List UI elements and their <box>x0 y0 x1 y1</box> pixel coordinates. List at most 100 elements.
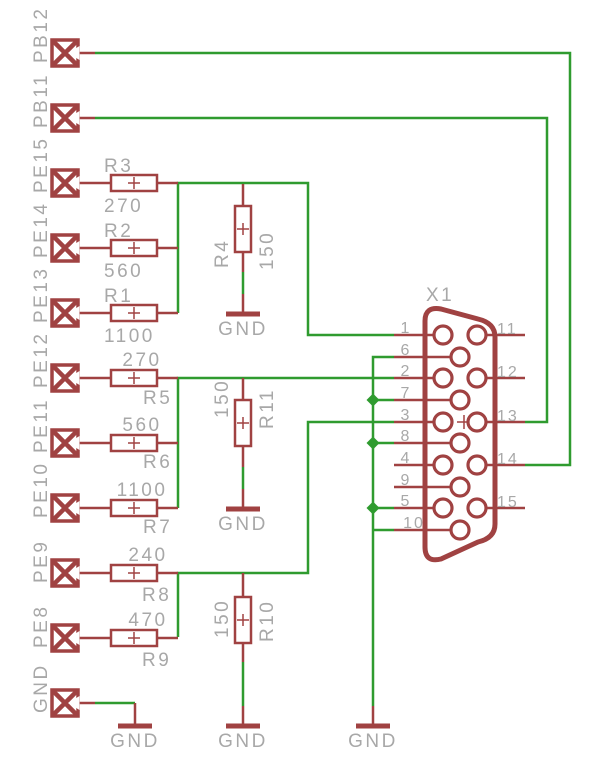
gnd-label: GND <box>218 731 268 752</box>
pin-number-label: 1 <box>401 320 412 337</box>
pin-7[interactable] <box>449 389 471 411</box>
resistor-R9[interactable] <box>109 628 159 648</box>
pin-1[interactable] <box>432 324 454 346</box>
resistor-R4[interactable] <box>233 204 253 254</box>
resistor-name: R11 <box>257 388 278 429</box>
pin-number-label: 13 <box>497 408 519 425</box>
gnd-label: GND <box>218 319 268 340</box>
pin-number-label: 12 <box>497 364 519 381</box>
resistor-R6[interactable] <box>109 433 159 453</box>
port-PE13[interactable] <box>52 300 80 326</box>
resistor-value: 470 <box>128 610 167 631</box>
resistor-name: R3 <box>104 156 133 177</box>
gnd-label: GND <box>218 514 268 535</box>
resistor-R2[interactable] <box>109 238 159 258</box>
resistor-name: R1 <box>104 286 133 307</box>
resistor-R7[interactable] <box>109 498 159 518</box>
resistor-R11[interactable] <box>233 398 253 448</box>
resistor-R1[interactable] <box>109 303 159 323</box>
pin-number-label: 11 <box>497 321 518 338</box>
wire-green-group-to-pin2[interactable] <box>176 376 394 508</box>
port-PE12[interactable] <box>52 365 80 391</box>
port-label: PB11 <box>31 73 52 128</box>
pin-14[interactable] <box>466 454 488 476</box>
port-PE9[interactable] <box>52 560 80 586</box>
resistor-name: R8 <box>142 585 171 606</box>
port-PE14[interactable] <box>52 235 80 261</box>
junction-pin7 <box>366 393 380 407</box>
port-label: PE9 <box>31 540 52 583</box>
pin-stubs <box>78 51 525 724</box>
port-PB11[interactable] <box>52 105 80 131</box>
port-label: PE12 <box>31 332 52 388</box>
ports[interactable] <box>52 40 80 716</box>
connector-labels: X1 1 6 2 7 3 8 4 9 5 10 11 12 13 14 15 <box>401 285 519 532</box>
resistor-value: 1100 <box>104 326 155 347</box>
wire-red-group-to-pin1[interactable] <box>176 181 394 337</box>
pin-13[interactable] <box>466 411 488 433</box>
resistor-R10[interactable] <box>233 595 253 645</box>
gnd-label: GND <box>110 731 160 752</box>
resistor-value: 560 <box>104 261 143 282</box>
resistor-value: 150 <box>212 599 233 638</box>
port-PB12[interactable] <box>52 40 80 66</box>
resistor-value: 150 <box>257 231 278 270</box>
resistor-R8[interactable] <box>109 563 159 583</box>
resistor-R3[interactable] <box>109 173 159 193</box>
connector-x1[interactable] <box>422 306 498 563</box>
port-label: PE15 <box>31 137 52 193</box>
pin-10[interactable] <box>449 519 471 541</box>
resistor-name: R4 <box>212 239 233 268</box>
junction-pin5 <box>366 501 380 515</box>
gnd-labels: GND GND GND GND GND <box>110 319 395 752</box>
gnd-symbols[interactable] <box>118 311 390 729</box>
resistor-name: R5 <box>143 388 172 409</box>
port-PE15[interactable] <box>52 170 80 196</box>
resistor-name: R9 <box>142 650 171 671</box>
wire-blue-group-to-pin3[interactable] <box>176 420 394 637</box>
pin-15[interactable] <box>466 497 488 519</box>
resistor-name: R7 <box>143 517 172 538</box>
resistor-R5[interactable] <box>109 368 159 388</box>
connector-body[interactable] <box>422 306 498 563</box>
port-PE8[interactable] <box>52 625 80 651</box>
resistor-value: 240 <box>128 545 167 566</box>
resistor-value: 1100 <box>117 480 168 501</box>
pin-number-label: 8 <box>401 428 412 445</box>
port-label: PE10 <box>31 462 52 518</box>
pin-number-label: 7 <box>401 385 412 402</box>
resistor-name: R10 <box>257 600 278 642</box>
pin-number-label: 6 <box>401 342 412 359</box>
junction-pin8 <box>366 436 380 450</box>
port-label: PE8 <box>31 605 52 648</box>
pin-2[interactable] <box>432 367 454 389</box>
pin-8[interactable] <box>449 432 471 454</box>
pin-3[interactable] <box>432 411 454 433</box>
net-wires[interactable] <box>95 51 572 706</box>
port-GND[interactable] <box>52 690 80 716</box>
resistor-value: 560 <box>122 415 161 436</box>
pin-12[interactable] <box>466 367 488 389</box>
pin-6[interactable] <box>449 346 471 368</box>
resistor-value: 270 <box>122 350 161 371</box>
pin-number-label: 3 <box>401 407 412 424</box>
wire-gnd-bus[interactable] <box>371 355 394 706</box>
port-label: PE13 <box>31 267 52 323</box>
port-PE10[interactable] <box>52 495 80 521</box>
pin-4[interactable] <box>432 454 454 476</box>
wire-pb11-to-pin13[interactable] <box>95 116 549 424</box>
pin-9[interactable] <box>449 476 471 498</box>
pin-number-label: 10 <box>403 515 425 532</box>
pin-number-label: 2 <box>401 363 412 380</box>
port-label: PE11 <box>31 398 52 453</box>
port-PE11[interactable] <box>52 430 80 456</box>
pin-11[interactable] <box>466 324 488 346</box>
resistor-labels: R3 270 R2 560 R1 1100 270 R5 560 R6 1100… <box>104 156 278 671</box>
pin-5[interactable] <box>432 497 454 519</box>
pin-number-label: 15 <box>497 494 519 511</box>
pin-number-label: 4 <box>401 450 412 467</box>
port-label: PE14 <box>31 202 52 258</box>
connector-designator: X1 <box>426 285 454 306</box>
wire-pb12-to-pin14[interactable] <box>95 51 572 467</box>
